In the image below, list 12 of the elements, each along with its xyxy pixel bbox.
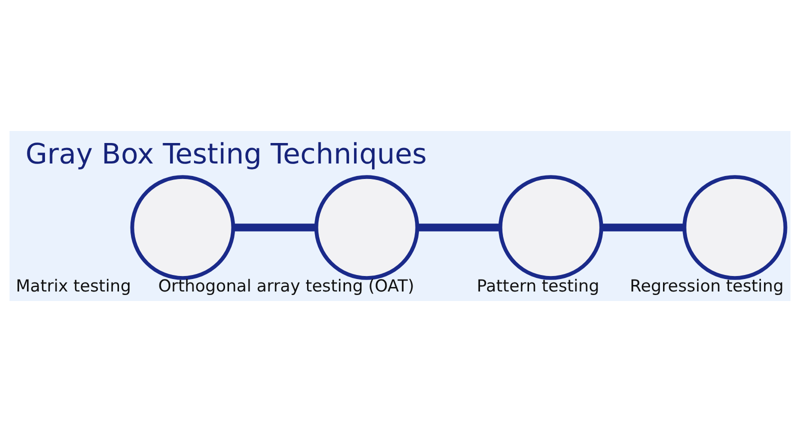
node-circle bbox=[682, 174, 788, 280]
connector bbox=[602, 223, 684, 231]
diagram-title: Gray Box Testing Techniques bbox=[26, 137, 427, 170]
node-circle bbox=[314, 174, 420, 280]
node-label: Orthogonal array testing (OAT) bbox=[158, 276, 414, 295]
connector bbox=[418, 223, 500, 231]
node-label: Matrix testing bbox=[16, 276, 131, 295]
node-label: Regression testing bbox=[630, 276, 784, 295]
connector bbox=[234, 223, 316, 231]
node-circle bbox=[130, 174, 236, 280]
node-circle bbox=[498, 174, 604, 280]
node-label: Pattern testing bbox=[476, 276, 600, 295]
